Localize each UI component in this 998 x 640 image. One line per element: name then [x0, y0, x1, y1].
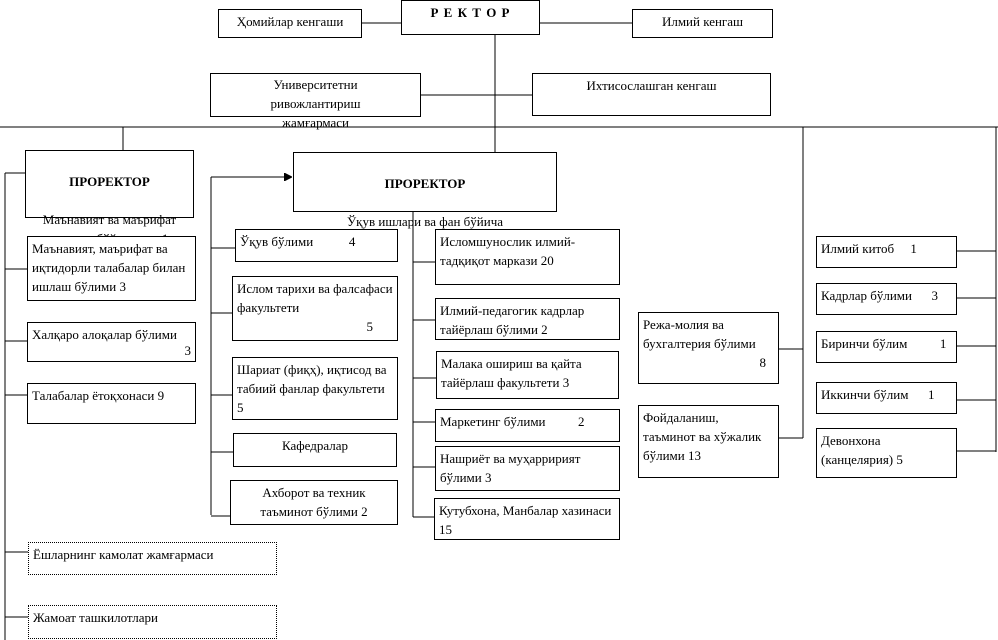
unit-label: Ислом тарихи ва фалсафаси факультети: [237, 281, 393, 315]
ixtisos-box: Ихтисослашган кенгаш: [532, 73, 771, 116]
univ-fund-box: Университетни ривожлантириш жамғармаси: [210, 73, 421, 130]
unit-box: Ислом тарихи ва фалсафаси факультети 5: [232, 276, 398, 341]
unit-box: Илмий китоб 1: [816, 236, 957, 268]
rector-box: Р Е К Т О Р: [401, 0, 540, 35]
unit-box: Ўқув бўлими 4: [235, 229, 398, 262]
unit-box: Талабалар ётоқхонаси 9: [27, 383, 196, 424]
unit-box: Илмий-педагогик кадрлар тайёрлаш бўлими …: [435, 298, 620, 340]
prorector-spirit-box: ПРОРЕКТОР Маънавият ва маърифат ишлари б…: [25, 150, 194, 246]
unit-count: 8: [759, 355, 767, 370]
unit-box: Нашриёт ва муҳарририят бўлими 3: [435, 446, 620, 491]
unit-box: Кутубхона, Манбалар хазинаси 15: [434, 498, 620, 540]
unit-box: Халқаро алоқалар бўлими 3: [27, 322, 196, 362]
prorector-subtitle: Ўқув ишлари ва фан бўйича: [346, 214, 504, 229]
unit-count: 3: [184, 343, 192, 358]
unit-box: Маънавият, маърифат ва иқтидорли талабал…: [27, 236, 196, 301]
prorector-title: ПРОРЕКТОР: [69, 174, 150, 189]
unit-box: Кафедралар: [233, 433, 397, 467]
unit-box: Иккинчи бўлим 1: [816, 382, 957, 414]
ilmiy-kengash-box: Илмий кенгаш: [632, 9, 773, 38]
unit-label: Халқаро алоқалар бўлими: [32, 327, 177, 342]
unit-count: 5: [366, 319, 374, 334]
unit-box: Кадрлар бўлими 3: [816, 283, 957, 315]
unit-box: Биринчи бўлим 1: [816, 331, 957, 363]
unit-label: Режа-молия ва бухгалтерия бўлими: [643, 317, 756, 351]
unit-box: Исломшунослик илмий-тадқиқот маркази 20: [435, 229, 620, 285]
unit-box: Шариат (фиқҳ), иқтисод ва табиий фанлар …: [232, 357, 398, 420]
dotted-unit-box: Жамоат ташкилотлари: [28, 605, 277, 639]
unit-box: Ахборот ва техник таъминот бўлими 2: [230, 480, 398, 525]
homiylar-box: Ҳомийлар кенгаши: [218, 9, 362, 38]
unit-box: Девонхона (канцелярия) 5: [816, 428, 957, 478]
unit-box: Малака ошириш ва қайта тайёрлаш факульте…: [436, 351, 619, 399]
unit-box: Маркетинг бўлими 2: [435, 409, 620, 442]
unit-box: Фойдаланиш, таъминот ва хўжалик бўлими 1…: [638, 405, 779, 478]
dotted-unit-box: Ёшларнинг камолат жамғармаси: [28, 542, 277, 575]
prorector-title: ПРОРЕКТОР: [384, 176, 466, 191]
prorector-study-box: ПРОРЕКТОР Ўқув ишлари ва фан бўйича 1: [293, 152, 557, 267]
